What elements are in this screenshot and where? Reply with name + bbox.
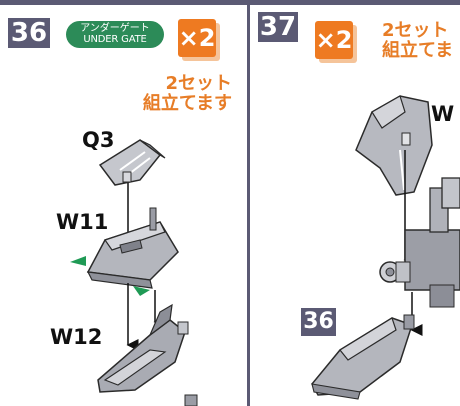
part-label-w-right: W: [431, 102, 455, 126]
step-36-multiplier-badge: ×2: [178, 19, 216, 57]
part-w-upper-shape: [355, 95, 433, 196]
gate-mark-w11: [70, 256, 86, 266]
step-37-note-line1: 2セット: [382, 20, 449, 41]
part-label-q3: Q3: [82, 128, 115, 152]
step-36-note-line2: 組立てます: [142, 93, 232, 114]
step-37-note-line2: 組立てま: [382, 40, 454, 61]
under-gate-badge-jp: アンダーゲート: [80, 23, 150, 34]
part-frame-shape: [379, 177, 460, 308]
part-q3-shape: [98, 139, 166, 186]
step-37-multiplier-badge: ×2: [315, 21, 353, 59]
step-37-number: 37: [258, 12, 298, 42]
under-gate-badge: アンダーゲート UNDER GATE: [66, 21, 164, 48]
column-divider: [247, 0, 250, 406]
part-label-w12: W12: [50, 325, 103, 349]
top-border: [0, 0, 460, 5]
part-step36-assembly-shape: [311, 314, 415, 400]
part-w11-shape: [86, 207, 179, 289]
gate-mark-w12: [133, 286, 150, 296]
under-gate-badge-en: UNDER GATE: [83, 34, 147, 45]
step-36-number: 36: [8, 18, 50, 48]
part-w12-shape: [97, 303, 198, 406]
part-label-w11: W11: [56, 210, 109, 234]
step-36-note-line1: 2セット: [165, 73, 232, 94]
reference-step-36: 36: [301, 308, 336, 336]
